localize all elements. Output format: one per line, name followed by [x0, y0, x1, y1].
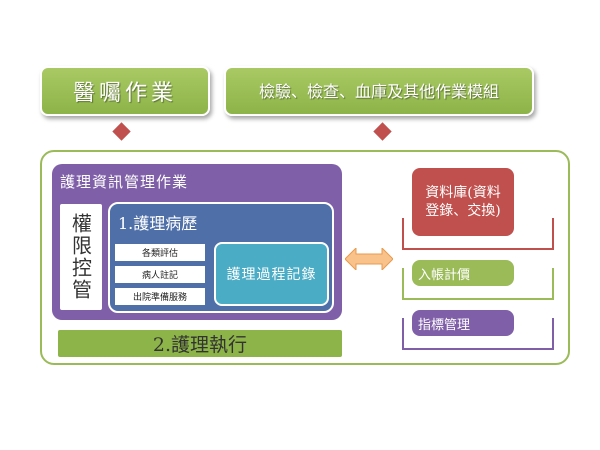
billing-label: 入帳計價 [418, 267, 471, 283]
indicator-bracket [402, 318, 554, 350]
orders-label: 醫囑作業 [72, 81, 177, 106]
permission-control-box[interactable]: 權限控管 [60, 204, 102, 310]
process-record-box[interactable]: 護理過程記錄 [214, 242, 329, 306]
database-box[interactable]: 資料庫(資料登錄、交換) [412, 168, 514, 236]
connector-diamond-left [112, 122, 131, 141]
database-label: 資料庫(資料登錄、交換) [425, 185, 501, 219]
orders-button[interactable]: 醫囑作業 [40, 66, 210, 116]
billing-bracket [402, 268, 554, 300]
lab-exam-label: 檢驗、檢查、血庫及其他作業模組 [258, 81, 499, 101]
indicator-label: 指標管理 [418, 317, 471, 333]
nursing-execution-label: 2.護理執行 [152, 334, 248, 356]
nursing-execution-bar[interactable]: 2.護理執行 [58, 330, 342, 357]
connector-diamond-right [373, 122, 392, 141]
record-item-patient-note[interactable]: 病人註記 [115, 266, 205, 283]
database-bracket [402, 218, 554, 250]
indicator-box[interactable]: 指標管理 [412, 310, 514, 336]
billing-box[interactable]: 入帳計價 [412, 260, 514, 286]
lab-exam-button[interactable]: 檢驗、檢查、血庫及其他作業模組 [224, 66, 534, 116]
bidirectional-arrow-icon [345, 248, 393, 270]
record-item-discharge[interactable]: 出院準備服務 [115, 288, 205, 305]
record-item-assessment[interactable]: 各類評估 [115, 244, 205, 261]
nursing-record-title: 1.護理病歷 [118, 214, 198, 233]
permission-control-label: 權限控管 [68, 213, 93, 301]
nursing-info-title: 護理資訊管理作業 [60, 173, 189, 191]
process-record-label: 護理過程記錄 [226, 267, 317, 283]
